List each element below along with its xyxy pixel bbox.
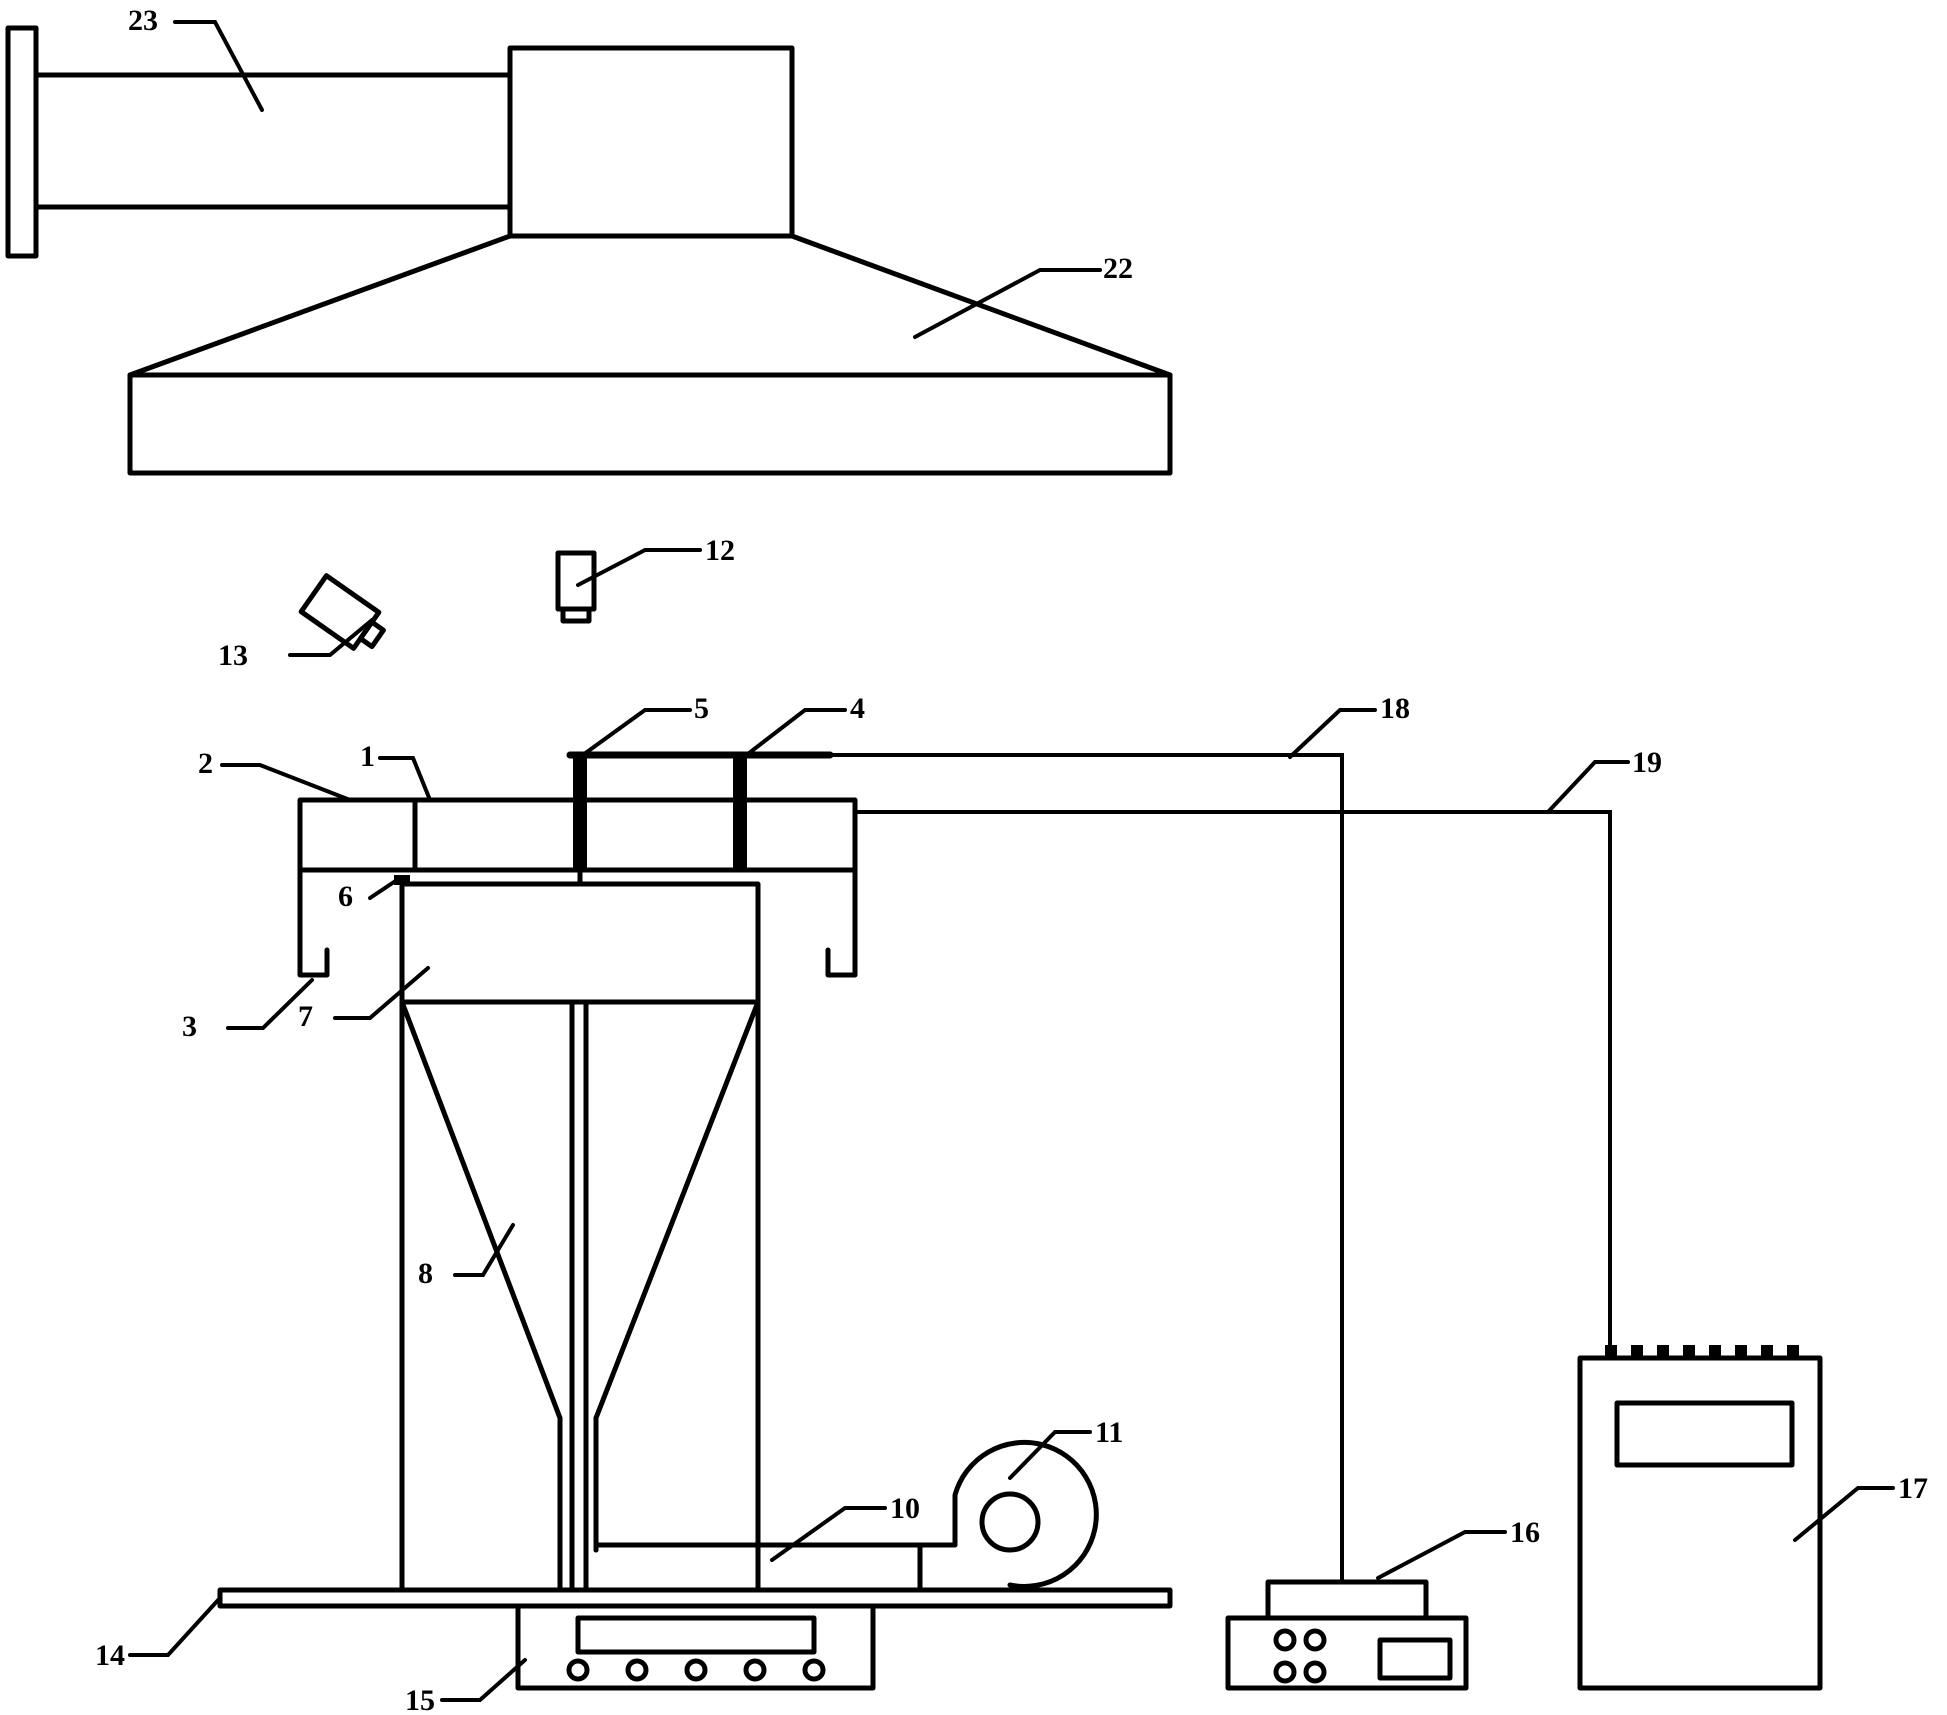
label-15: 15 — [405, 1684, 435, 1715]
label-14: 14 — [95, 1639, 125, 1672]
data-logger-device — [1577, 1345, 1823, 1691]
label-3: 3 — [182, 1010, 197, 1043]
exhaust-duct — [5, 25, 513, 259]
label-23: 23 — [128, 4, 158, 37]
label-13: 13 — [218, 639, 248, 672]
label-4: 4 — [850, 692, 865, 725]
label-1: 1 — [360, 740, 375, 773]
chamber — [399, 881, 761, 1593]
label-2: 2 — [198, 747, 213, 780]
leader-lines — [128, 20, 1895, 1702]
controller-device — [1225, 1579, 1469, 1691]
hook-support-left — [297, 867, 330, 978]
label-11: 11 — [1095, 1416, 1123, 1449]
balance-device — [515, 1603, 876, 1691]
label-17: 17 — [1898, 1472, 1928, 1505]
label-16: 16 — [1510, 1516, 1540, 1549]
fume-hood — [127, 45, 1173, 476]
number-labels: 23 22 12 13 5 4 18 19 2 1 6 3 7 8 11 10 … — [95, 4, 1928, 1715]
upper-frame — [297, 797, 858, 873]
central-rod — [569, 999, 589, 1595]
hook-support-right — [825, 867, 858, 978]
wire-to-controller — [828, 753, 1344, 1584]
label-12: 12 — [705, 534, 735, 567]
label-22: 22 — [1103, 252, 1133, 285]
label-7: 7 — [298, 1000, 313, 1033]
camera-top-icon — [555, 550, 597, 624]
label-10: 10 — [890, 1492, 920, 1525]
label-5: 5 — [694, 692, 709, 725]
wire-to-logger — [853, 810, 1612, 1348]
label-19: 19 — [1632, 746, 1662, 779]
label-18: 18 — [1380, 692, 1410, 725]
label-6: 6 — [338, 880, 353, 913]
funnel-cone — [399, 999, 761, 1593]
air-duct — [593, 1542, 958, 1593]
label-8: 8 — [418, 1257, 433, 1290]
